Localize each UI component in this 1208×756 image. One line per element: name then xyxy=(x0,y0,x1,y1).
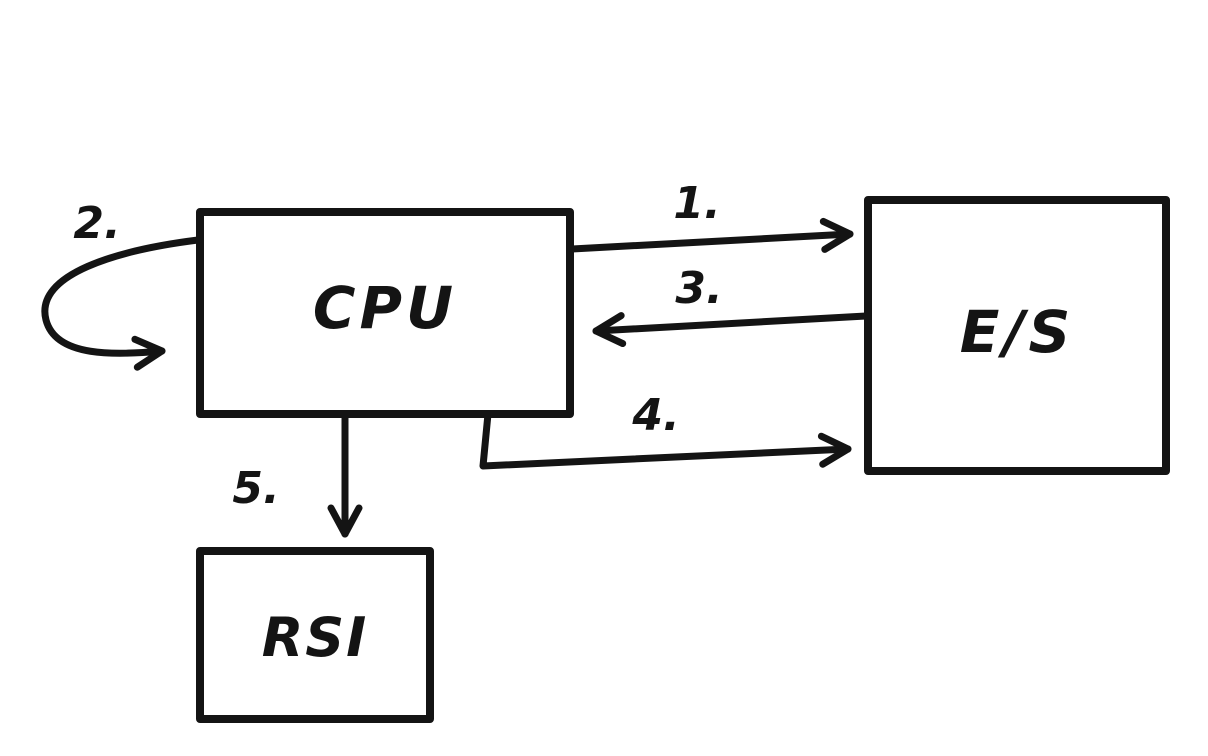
arrow-1-label: 1. xyxy=(673,178,720,229)
es-box xyxy=(864,196,1170,475)
cpu-box xyxy=(196,208,574,418)
es-label: E/S xyxy=(960,298,1075,366)
arrow-2-label: 2. xyxy=(73,198,120,249)
rsi-box xyxy=(196,547,434,723)
cpu-label: CPU xyxy=(313,274,457,342)
arrow-5-label: 5. xyxy=(232,463,279,514)
arrow-4 xyxy=(479,410,852,470)
rsi-label: RSI xyxy=(262,606,369,669)
arrow-4-label: 4. xyxy=(631,390,679,441)
arrow-1 xyxy=(568,217,854,253)
arrow-3 xyxy=(592,312,870,348)
arrow-2 xyxy=(41,236,202,371)
arrow-3-label: 3. xyxy=(675,263,722,314)
